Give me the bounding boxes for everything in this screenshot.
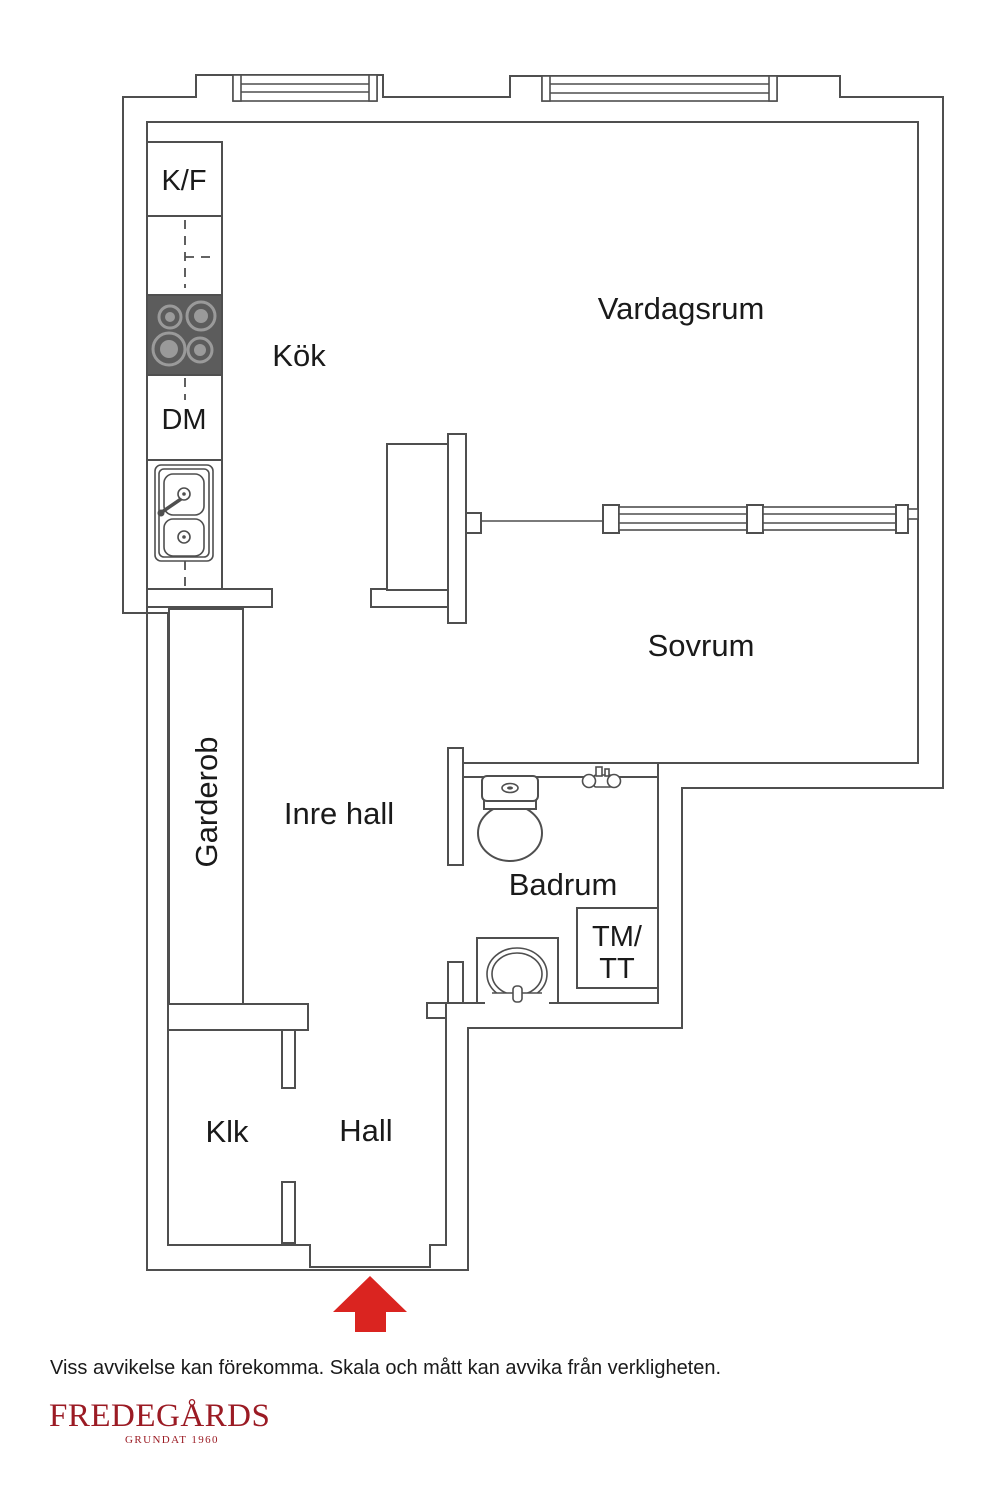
wardrobe-strip (168, 608, 244, 1005)
footer: Viss avvikelse kan förekomma. Skala och … (49, 1357, 721, 1446)
label-kitchen: Kök (272, 338, 326, 373)
kitchen-sink-icon (154, 464, 214, 562)
fridge-freezer-box (146, 141, 223, 217)
living-room-window-icon (541, 75, 778, 102)
label-bedroom: Sovrum (648, 628, 755, 663)
label-washer-line2: TT (599, 953, 635, 985)
brand-subtitle: GRUNDAT 1960 (125, 1434, 219, 1446)
label-living-room: Vardagsrum (598, 291, 765, 326)
brand-logo: FREDEGÅRDS (49, 1397, 270, 1434)
kitchen-window-icon (232, 74, 378, 102)
label-closet: Klk (205, 1114, 249, 1149)
washer-dryer-box (576, 907, 659, 989)
label-inner-hall: Inre hall (284, 796, 394, 831)
interior-walls (146, 433, 659, 1244)
room-labels: K/F Kök Vardagsrum DM Sovrum Garderob In… (161, 165, 764, 1149)
disclaimer-text: Viss avvikelse kan förekomma. Skala och … (50, 1357, 721, 1379)
label-fridge-freezer: K/F (161, 165, 206, 197)
label-dishwasher: DM (161, 404, 206, 436)
stove-icon (146, 294, 223, 376)
entrance-arrow-icon (333, 1276, 407, 1332)
kitchen-cabinets (146, 141, 223, 590)
toilet-icon (477, 775, 543, 862)
exterior-walls (122, 74, 944, 1271)
washbasin-icon (476, 937, 559, 1004)
label-bathroom: Badrum (509, 867, 618, 902)
label-wardrobe: Garderob (189, 737, 224, 868)
glass-partition (481, 504, 919, 534)
label-washer-line1: TM/ (592, 921, 643, 953)
label-hall: Hall (339, 1113, 392, 1148)
shower-mixer-icon (581, 766, 622, 789)
